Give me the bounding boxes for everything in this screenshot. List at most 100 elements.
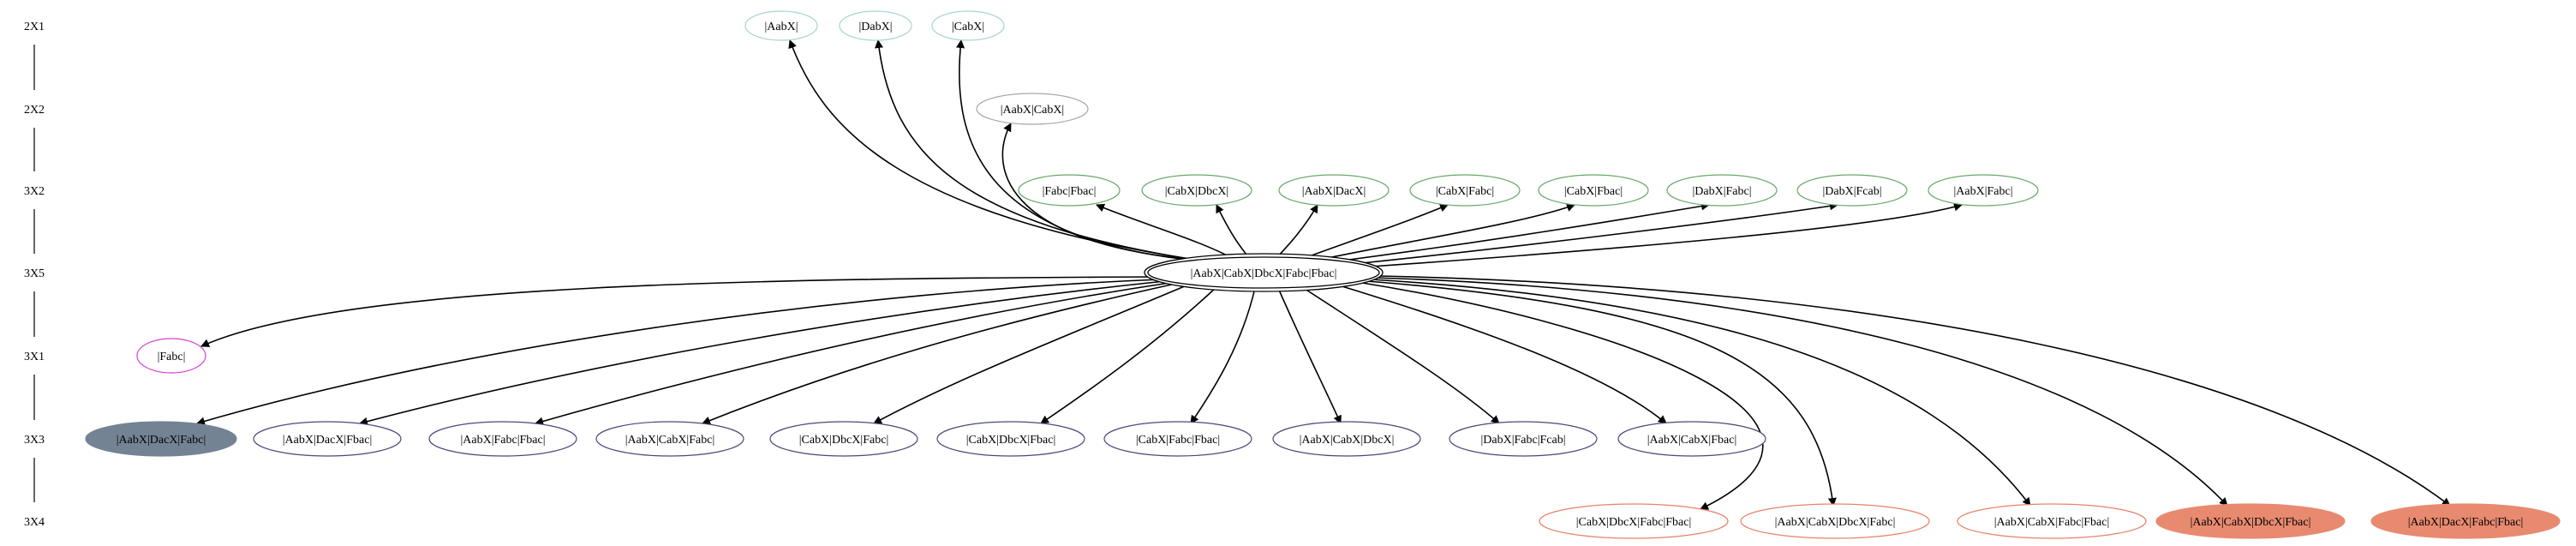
- node-shape: [1409, 174, 1521, 207]
- node-n15: |AabX|DacX|Fbac|: [253, 421, 402, 457]
- edge-n11: [1353, 201, 1838, 265]
- node-n7: |AabX|DacX|: [1278, 174, 1390, 207]
- node-shape: [1617, 421, 1766, 457]
- node-n26: |AabX|CabX|Fabc|Fbac|: [1957, 503, 2147, 539]
- edge-n20: [1190, 287, 1256, 424]
- edge-n8: [1301, 203, 1449, 260]
- node-n14: |AabX|DacX|Fabc|: [85, 421, 237, 457]
- edge-n15: [359, 280, 1166, 426]
- node-label: |CabX|: [952, 21, 984, 33]
- node-shape: [1272, 421, 1421, 457]
- node-n19: |CabX|DbcX|Fbac|: [936, 421, 1085, 457]
- node-label: |AabX|CabX|DbcX|Fbac|: [2190, 516, 2311, 529]
- node-n21: |AabX|CabX|DbcX|: [1272, 421, 1421, 457]
- edge-n16: [535, 282, 1170, 426]
- node-n9: |CabX|Fbac|: [1538, 174, 1649, 207]
- node-label: |AabX|DacX|Fabc|Fbac|: [2408, 516, 2524, 529]
- node-shape: [1018, 174, 1121, 207]
- edge-n13: [200, 276, 1153, 347]
- node-shape: [936, 421, 1085, 457]
- node-n17: |AabX|CabX|Fabc|: [595, 421, 744, 457]
- node-label: |AabX|CabX|Fabc|: [625, 434, 715, 447]
- node-n28: |AabX|DacX|Fabc|Fbac|: [2370, 503, 2561, 539]
- node-label: |CabX|DbcX|: [1165, 185, 1229, 198]
- edge-n19: [1040, 286, 1217, 424]
- node-label: |CabX|DbcX|Fabc|: [799, 434, 889, 447]
- edge-n5: [1096, 203, 1234, 260]
- node-n4: |AabX|CabX|: [976, 93, 1089, 125]
- node-label: |CabX|Fabc|: [1436, 185, 1494, 198]
- node-label: |AabX|CabX|Fbac|: [1647, 434, 1737, 447]
- node-n22: |DabX|Fabc|Fcab|: [1449, 421, 1598, 457]
- rank-label-r1: 2X1: [24, 21, 45, 33]
- node-shape: [1538, 174, 1649, 207]
- node-n8: |CabX|Fabc|: [1409, 174, 1521, 207]
- rank-label-r3: 3X2: [24, 185, 45, 198]
- edge-layer: [196, 39, 2451, 510]
- edge-n17: [702, 283, 1176, 425]
- node-n25: |AabX|CabX|DbcX|Fabc|: [1740, 503, 1930, 539]
- edge-n7: [1276, 204, 1318, 259]
- node-label: |CabX|DbcX|Fbac|: [966, 434, 1056, 447]
- node-label: |AabX|: [764, 21, 798, 33]
- edge-n28: [1378, 275, 2451, 507]
- node-label: |DabX|: [858, 21, 892, 33]
- edge-n25: [1366, 280, 1837, 507]
- node-shape: [1141, 174, 1252, 207]
- edge-n26: [1370, 279, 2031, 507]
- node-label: |AabX|CabX|DbcX|: [1300, 434, 1395, 447]
- edge-n10: [1336, 201, 1710, 262]
- edge-n12: [1370, 202, 1963, 267]
- node-shape: [1278, 174, 1390, 207]
- node-n5: |Fabc|Fbac|: [1018, 174, 1121, 207]
- node-n23: |AabX|CabX|Fbac|: [1617, 421, 1766, 457]
- node-shape: [2370, 503, 2561, 539]
- node-n16: |AabX|Fabc|Fbac|: [428, 421, 577, 457]
- node-shape: [428, 421, 577, 457]
- node-shape: [1539, 503, 1729, 539]
- node-n10: |DabX|Fabc|: [1666, 174, 1778, 207]
- node-label: |AabX|CabX|Fabc|Fbac|: [1994, 516, 2110, 529]
- edge-n14: [196, 279, 1162, 426]
- node-label: |AabX|CabX|DbcX|Fabc|: [1775, 516, 1896, 529]
- center-node-inner-ring: [1147, 256, 1380, 289]
- node-label: |CabX|Fabc|Fbac|: [1136, 434, 1220, 447]
- node-shape: [2155, 503, 2346, 539]
- node-shape: [976, 93, 1089, 125]
- rank-label-r6: 3X3: [24, 434, 45, 447]
- edge-n2: [875, 39, 1200, 261]
- node-shape: [1666, 174, 1778, 207]
- node-label: |AabX|DacX|Fbac|: [283, 434, 373, 447]
- rank-label-r2: 2X2: [24, 104, 45, 117]
- edge-n24: [1361, 282, 1764, 510]
- node-label: |Fabc|Fbac|: [1043, 185, 1097, 198]
- node-n11: |DabX|Fcab|: [1796, 174, 1908, 207]
- node-shape: [931, 10, 1005, 41]
- node-n18: |CabX|DbcX|Fabc|: [769, 421, 918, 457]
- node-shape: [839, 10, 912, 41]
- edge-n1: [788, 39, 1196, 261]
- center-node: |AabX|CabX|DbcX|Fabc|Fbac|: [1144, 253, 1384, 292]
- node-n24: |CabX|DbcX|Fabc|Fbac|: [1539, 503, 1729, 539]
- node-label: |AabX|Fabc|Fbac|: [460, 434, 545, 447]
- edge-n22: [1301, 286, 1500, 424]
- node-label: |AabX|DacX|Fabc|: [117, 434, 206, 447]
- edge-n23: [1336, 284, 1667, 424]
- node-label: |DabX|Fabc|Fcab|: [1480, 434, 1565, 447]
- rank-label-r4: 3X5: [24, 267, 45, 280]
- edge-n27: [1374, 277, 2228, 507]
- node-shape: [1957, 503, 2147, 539]
- node-shape: [1449, 421, 1598, 457]
- node-shape: [744, 10, 818, 41]
- node-n13: |Fabc|: [136, 338, 206, 374]
- node-shape: [253, 421, 402, 457]
- edge-n6: [1216, 204, 1250, 259]
- node-shape: [1740, 503, 1930, 539]
- edge-n4: [1001, 123, 1217, 262]
- center-node-label: |AabX|CabX|DbcX|Fabc|Fbac|: [1191, 267, 1337, 280]
- rank-label-r5: 3X1: [24, 351, 45, 363]
- node-n20: |CabX|Fabc|Fbac|: [1103, 421, 1252, 457]
- node-label: |DabX|Fabc|: [1692, 185, 1751, 198]
- node-layer: |AabX|CabX|DbcX|Fabc|Fbac| |AabX| |DabX| |C…: [85, 10, 2561, 539]
- node-label: |DabX|Fcab|: [1822, 185, 1881, 198]
